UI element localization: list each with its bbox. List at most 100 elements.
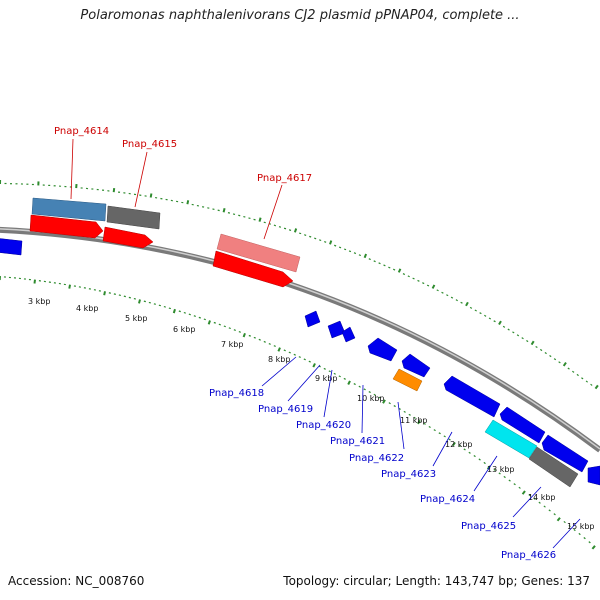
minor-tick [533, 497, 536, 501]
minor-tick [273, 345, 276, 348]
minor-tick [308, 360, 311, 363]
gene-pnap-4621-feature[interactable] [367, 337, 398, 362]
major-tick [347, 380, 351, 385]
minor-tick [423, 422, 426, 425]
ruler-label: 13 kbp [487, 465, 515, 474]
minor-tick [378, 262, 381, 265]
gene-pnap-4620-feature[interactable] [341, 326, 356, 343]
gene-pnap-4626-arrow[interactable] [541, 434, 589, 473]
gene-label[interactable]: Pnap_4623 [381, 469, 436, 480]
minor-tick [328, 370, 331, 373]
minor-tick [460, 301, 463, 304]
gene-pnap-4624-arrow[interactable] [443, 375, 501, 418]
minor-tick [338, 375, 341, 378]
accession-text: Accession: NC_008760 [8, 574, 145, 588]
major-tick [312, 363, 316, 368]
minor-tick [526, 340, 529, 343]
major-tick [258, 217, 262, 222]
minor-tick [544, 352, 547, 355]
leader-line [323, 369, 333, 418]
minor-tick [539, 348, 543, 352]
minor-tick [463, 448, 466, 451]
map-title: Polaromonas naphthalenivorans CJ2 plasmi… [80, 8, 520, 23]
minor-tick [521, 337, 524, 340]
gene-pnap-4623-feature[interactable] [392, 368, 423, 392]
major-tick [465, 301, 469, 307]
gene-pnap-4615-feature[interactable] [106, 205, 161, 230]
ruler-label: 3 kbp [28, 297, 50, 306]
minor-tick [503, 475, 506, 479]
gene-label[interactable]: Pnap_4615 [122, 139, 177, 150]
reverse-features [304, 310, 600, 488]
ruler-label: 11 kbp [400, 416, 428, 425]
gene-label[interactable]: Pnap_4617 [257, 173, 312, 184]
reverse-gene-labels: Pnap_4618 Pnap_4619 Pnap_4620 Pnap_4621 … [209, 356, 581, 561]
leader-line [397, 401, 405, 450]
major-tick [530, 340, 535, 346]
minor-tick [567, 367, 570, 370]
gene-label[interactable]: Pnap_4624 [420, 494, 475, 505]
minor-tick [455, 299, 458, 302]
ruler-label: 9 kbp [315, 374, 337, 383]
minor-tick [353, 252, 357, 255]
major-tick [293, 228, 298, 233]
leader-line [473, 455, 498, 492]
minor-tick [548, 509, 551, 512]
gene-label[interactable]: Pnap_4622 [349, 453, 404, 464]
gene-left-arrow[interactable] [0, 238, 23, 256]
gene-cyan-feature[interactable] [484, 419, 538, 459]
major-tick [112, 187, 116, 193]
minor-tick [512, 331, 515, 334]
gene-pnap-4614-feature[interactable] [31, 197, 107, 222]
gene-pnap-4617-arrow[interactable] [212, 250, 294, 288]
gene-label[interactable]: Pnap_4619 [258, 404, 313, 415]
gene-pnap-4622-feature[interactable] [401, 353, 431, 378]
minor-tick [258, 338, 261, 341]
minor-tick [474, 309, 477, 312]
gene-label[interactable]: Pnap_4614 [54, 126, 109, 137]
gene-pnap-4618-feature[interactable] [304, 310, 321, 328]
gene-label[interactable]: Pnap_4625 [461, 521, 516, 532]
gene-right-arrow[interactable] [587, 465, 600, 486]
minor-tick [412, 277, 415, 280]
major-tick [562, 362, 567, 367]
leader-line [263, 184, 283, 240]
leader-line [70, 138, 74, 200]
minor-tick [513, 483, 516, 486]
gene-label[interactable]: Pnap_4618 [209, 388, 264, 399]
minor-tick [502, 325, 506, 328]
gene-pnap-4617-feature[interactable] [216, 233, 301, 273]
major-tick [431, 284, 436, 289]
leader-line [261, 356, 297, 387]
minor-tick [373, 393, 376, 396]
minor-tick [428, 425, 431, 429]
minor-tick [288, 351, 291, 354]
minor-tick [333, 244, 337, 247]
major-tick [498, 320, 502, 326]
major-tick [242, 332, 246, 338]
ruler-label: 4 kbp [76, 304, 98, 313]
gene-pnap-4619-feature[interactable] [327, 320, 346, 339]
gene-label[interactable]: Pnap_4620 [296, 420, 351, 431]
minor-tick [578, 532, 581, 536]
minor-tick [590, 383, 593, 386]
gene-gray-feature[interactable] [528, 446, 579, 488]
gene-pnap-4625-arrow[interactable] [499, 406, 546, 444]
minor-tick [413, 416, 416, 419]
ruler-label: 6 kbp [173, 325, 195, 334]
major-tick [594, 384, 599, 390]
major-tick [329, 240, 333, 245]
major-tick [591, 545, 596, 550]
backbone-ring [0, 226, 600, 453]
minor-tick [392, 268, 396, 271]
gene-pnap-4614-arrow[interactable] [29, 214, 104, 239]
leader-line [512, 486, 542, 518]
minor-tick [553, 513, 556, 516]
minor-tick [450, 296, 454, 299]
minor-tick [383, 264, 386, 267]
gene-pnap-4615-arrow[interactable] [102, 226, 154, 249]
gene-label[interactable]: Pnap_4621 [330, 436, 385, 447]
gene-label[interactable]: Pnap_4626 [501, 550, 556, 561]
ruler-label: 12 kbp [445, 440, 473, 449]
